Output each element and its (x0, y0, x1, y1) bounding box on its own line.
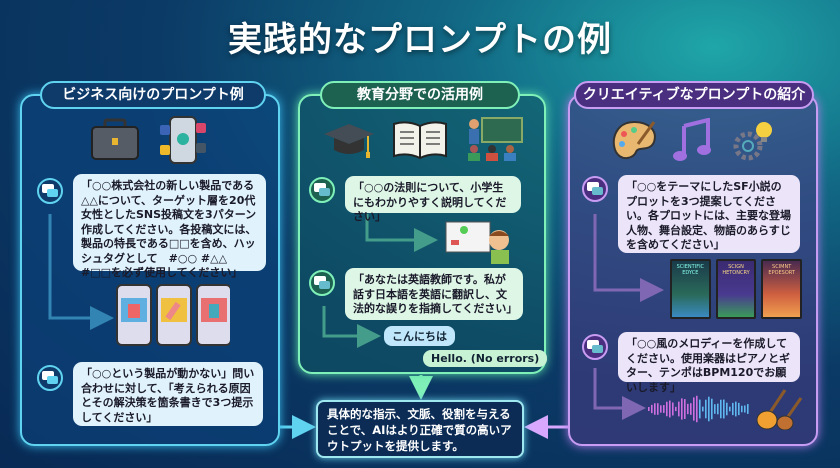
summary-box: 具体的な指示、文脈、役割を与えることで、AIはより正確で質の高いアウトプットを提… (316, 400, 524, 458)
gear-lightbulb-icon (733, 122, 772, 161)
waveform-bar (660, 405, 662, 413)
sf-books-illustration: SCIENTIFIC EDYCE SCIGN HETONCRY SCIMNT E… (670, 259, 803, 319)
waveform-bar (654, 403, 656, 415)
waveform-bar (663, 405, 665, 413)
waveform-bar (747, 404, 749, 414)
education-prompt-2: 「あなたは英語教師です。私が話す日本語を英語に翻訳し、文法的な誤りを指摘してくだ… (345, 268, 523, 320)
waveform-bar (702, 406, 704, 412)
waveform-bar (651, 404, 653, 414)
business-prompt-1: 「○○株式会社の新しい製品である△△について、ターゲット層を20代女性としたSN… (73, 174, 266, 279)
palette-icon (612, 120, 656, 159)
waveform-bar (681, 398, 683, 420)
chat-icon (582, 334, 608, 360)
social-post-phones-illustration (116, 284, 230, 346)
smartphone-social-icon (160, 116, 206, 164)
waveform-bar (684, 399, 686, 419)
page-title: 実践的なプロンプトの例 (228, 20, 612, 60)
book-cover: SCIMNT EPOESORT (761, 259, 803, 319)
waveform-bar (717, 403, 719, 415)
chat-icon (309, 177, 335, 203)
waveform-bar (726, 402, 728, 416)
creative-heading: クリエイティブなプロンプトの紹介 (574, 81, 814, 109)
chat-icon (37, 365, 63, 391)
waveform-bar (720, 399, 722, 419)
waveform-bar (708, 396, 710, 422)
chat-icon (37, 178, 63, 204)
business-prompt-2: 「○○という製品が動かない」問い合わせに対して、「考えられる原因とその解決策を箇… (73, 362, 263, 426)
open-book-icon (393, 121, 447, 160)
chat-icon (309, 270, 335, 296)
waveform-bar (705, 399, 707, 419)
waveform-bar (678, 401, 680, 417)
guitars-icon (756, 389, 803, 430)
waveform-bar (723, 399, 725, 419)
waveform-bar (699, 399, 701, 419)
student-explaining-illustration (445, 221, 509, 264)
waveform-bar (666, 401, 668, 417)
waveform-bar (732, 402, 734, 416)
chat-output-bubble: Hello. (No errors) (423, 350, 548, 367)
waveform-bar (648, 407, 650, 411)
briefcase-icon (91, 118, 139, 160)
waveform-bar (690, 403, 692, 415)
education-prompt-1: 「○○の法則について、小学生にもわかりやすく説明してください」 (345, 176, 521, 223)
waveform-bar (735, 401, 737, 417)
education-heading: 教育分野での活用例 (320, 81, 520, 109)
waveform-bar (738, 402, 740, 416)
sound-waveform-icon (648, 395, 749, 423)
waveform-bar (669, 400, 671, 418)
waveform-bar (696, 395, 698, 423)
waveform-bar (714, 404, 716, 414)
book-cover: SCIGN HETONCRY (715, 259, 757, 319)
chat-icon (582, 176, 608, 202)
waveform-bar (672, 402, 674, 416)
chat-input-bubble: こんにちは (384, 326, 455, 346)
waveform-bar (657, 403, 659, 415)
teacher-classroom-icon (468, 117, 523, 161)
graduation-cap-icon (324, 124, 374, 158)
creative-prompt-1: 「○○をテーマにしたSF小説のプロットを3つ提案してください。各プロットには、主… (618, 175, 800, 253)
waveform-bar (744, 405, 746, 413)
business-heading: ビジネス向けのプロンプト例 (40, 81, 266, 109)
creative-prompt-2: 「○○風のメロディーを作成してください。使用楽器はピアノとギター、テンポはBPM… (618, 332, 800, 394)
waveform-bar (741, 405, 743, 413)
waveform-bar (675, 406, 677, 412)
waveform-bar (687, 403, 689, 415)
waveform-bar (729, 406, 731, 412)
waveform-bar (711, 398, 713, 420)
book-cover: SCIENTIFIC EDYCE (670, 259, 711, 319)
music-note-icon (673, 118, 711, 161)
waveform-bar (693, 397, 695, 421)
